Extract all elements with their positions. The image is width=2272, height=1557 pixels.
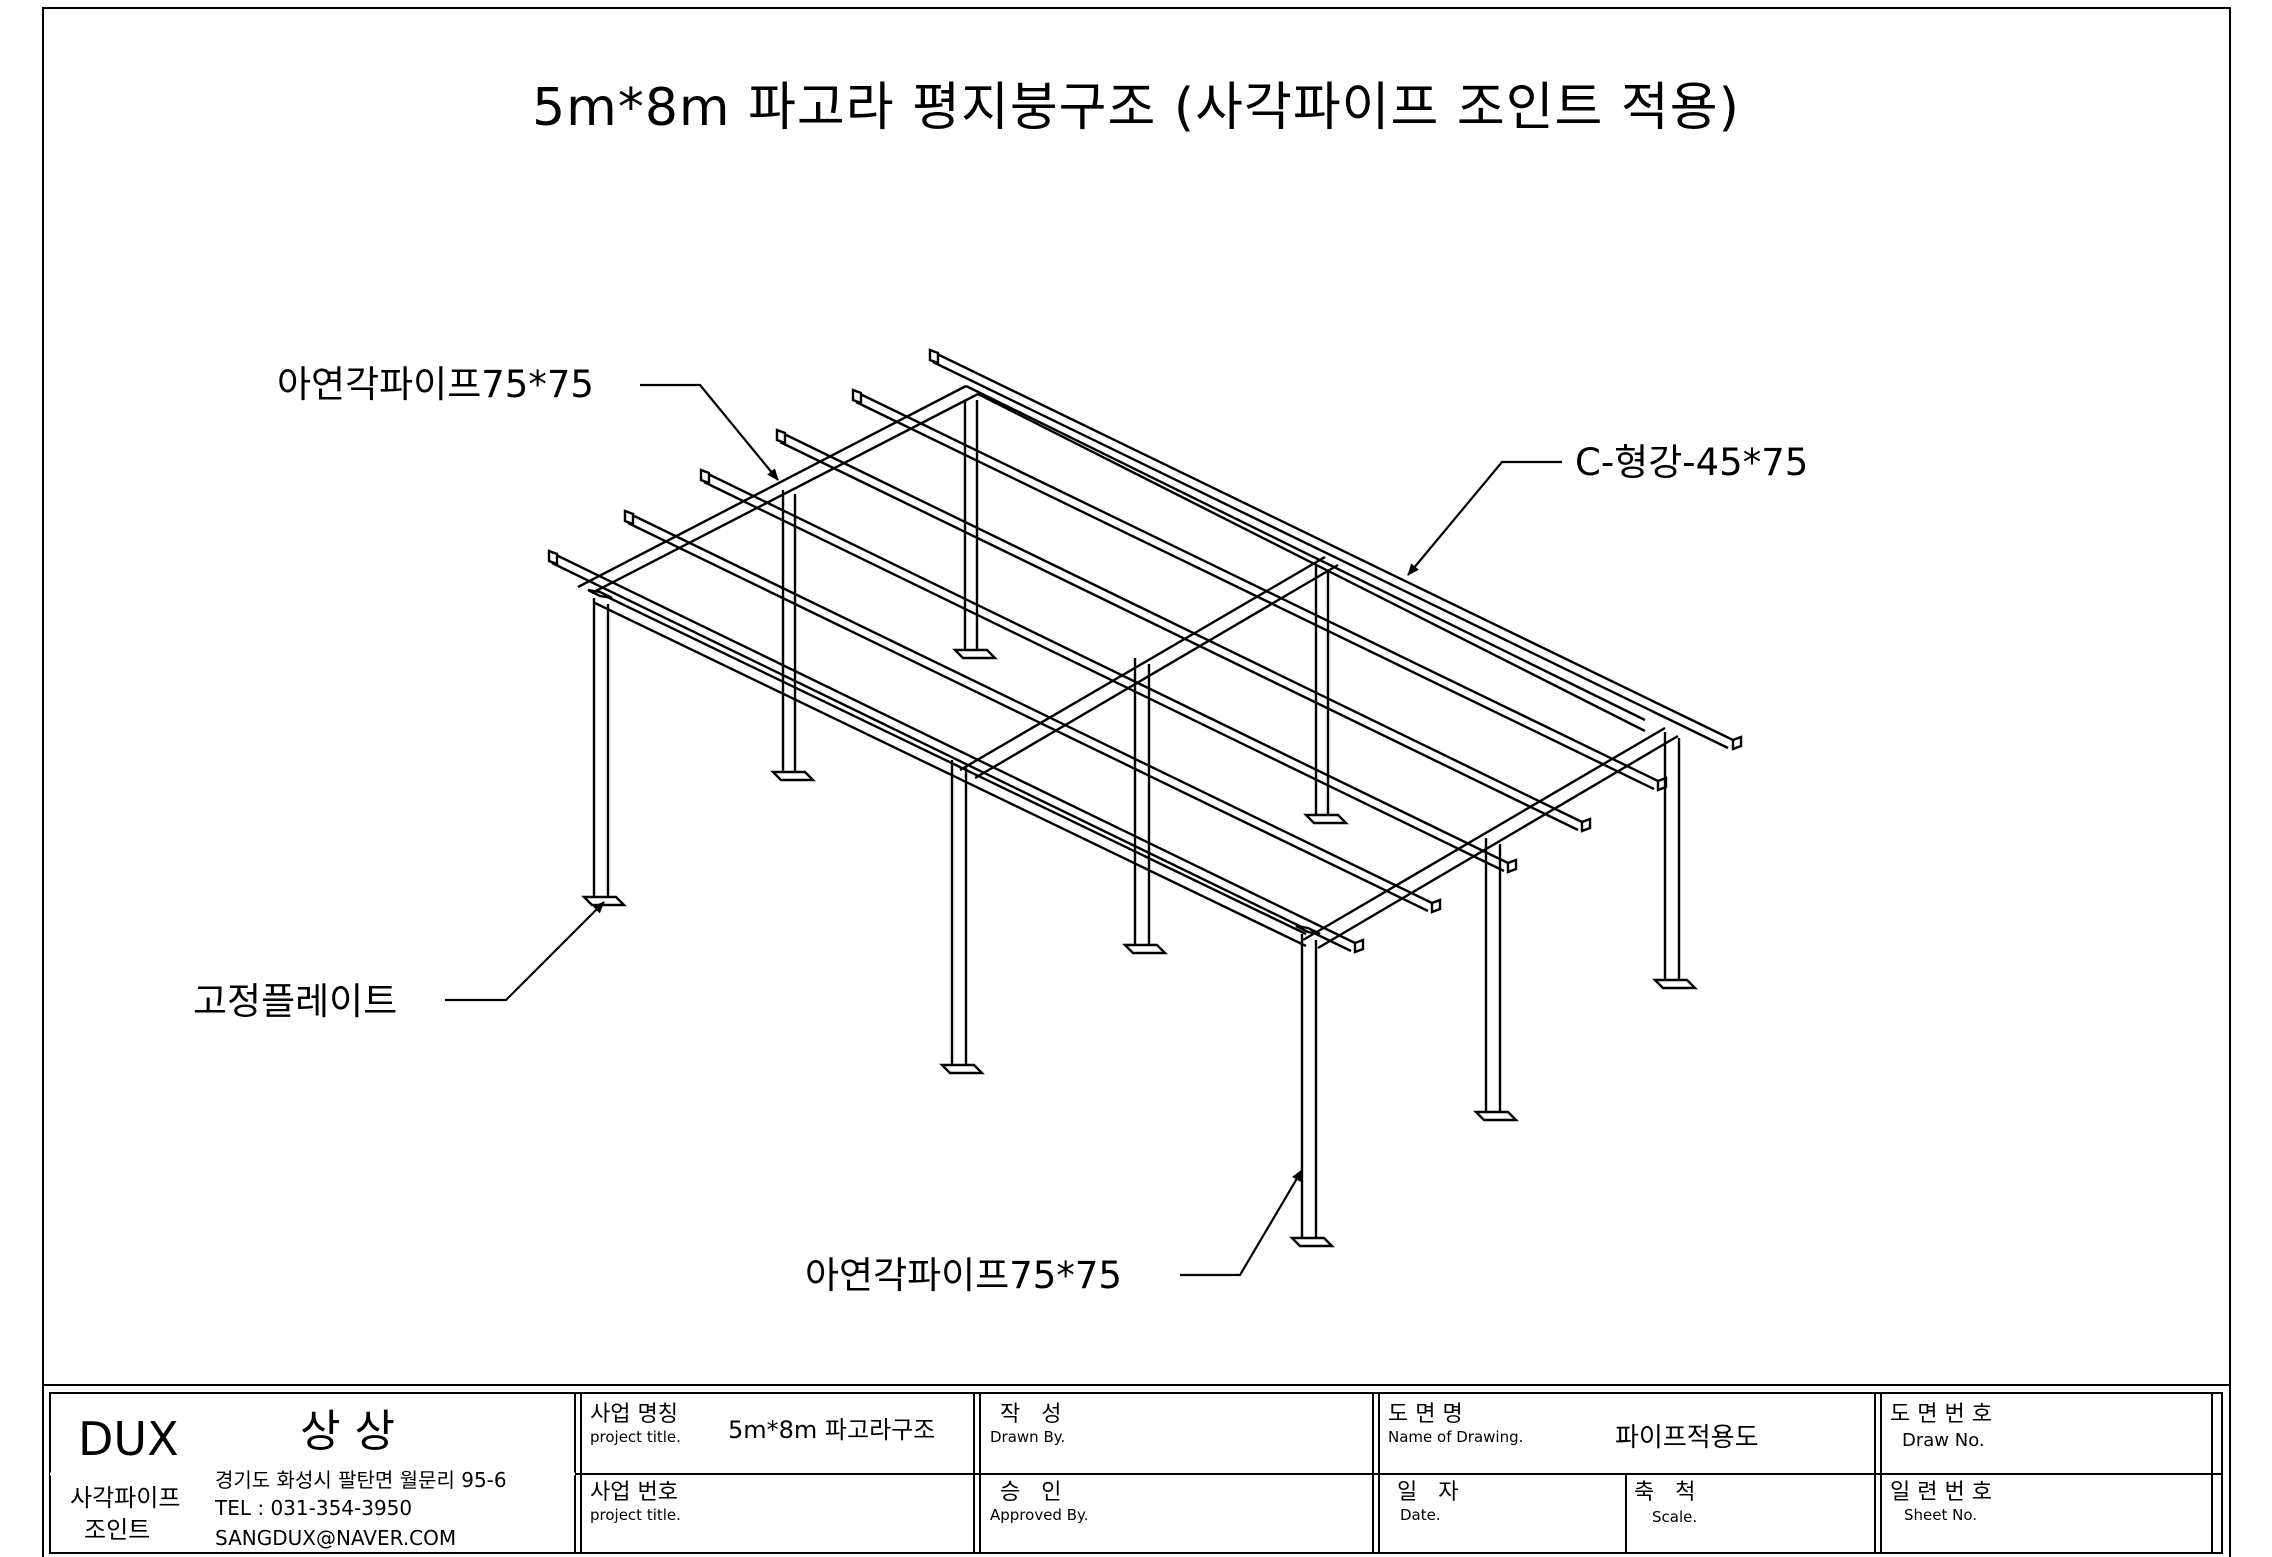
c-channel-purlin-6 <box>547 549 1365 954</box>
beam-back-longitudinal <box>965 384 1646 733</box>
drawn-by-sub: Drawn By. <box>990 1428 1066 1446</box>
leader-pipe-top <box>640 383 779 481</box>
beam-left-transverse <box>577 384 979 595</box>
post-back-right <box>1652 732 1698 990</box>
brand-logo-text: DUX <box>78 1412 179 1466</box>
beam-right-transverse <box>1302 726 1679 950</box>
date-label: 일 자 <box>1397 1480 1459 1505</box>
drawn-by-label: 작 성 <box>1000 1402 1062 1427</box>
approved-by-sub: Approved By. <box>990 1506 1089 1524</box>
leader-c-channel <box>1407 460 1562 576</box>
c-channel-purlin-1 <box>928 348 1743 751</box>
drawing-no-label: 도 면 번 호 <box>1890 1402 1992 1427</box>
sheet-no-sub: Sheet No. <box>1904 1506 1978 1524</box>
project-no-label: 사업 번호 <box>590 1480 678 1505</box>
sheet-no-label: 일 련 번 호 <box>1890 1480 1992 1505</box>
project-no-sub: project title. <box>590 1506 681 1524</box>
c-channel-purlin-3 <box>775 428 1592 833</box>
drawing-name-label: 도 면 명 <box>1388 1402 1463 1427</box>
c-channel-purlin-4 <box>699 468 1518 874</box>
scale-sub: Scale. <box>1652 1508 1698 1526</box>
post-mid-left <box>770 490 816 782</box>
post-center-mid <box>1122 658 1168 955</box>
leader-fixing-plate <box>445 901 605 1002</box>
scale-label: 축 척 <box>1634 1480 1696 1505</box>
company-email: SANGDUX@NAVER.COM <box>215 1526 457 1550</box>
post-right-mid <box>1473 838 1519 1122</box>
project-title-label: 사업 명칭 <box>590 1402 678 1427</box>
drawing-title: 5m*8m 파고라 평지붕구조 (사각파이프 조인트 적용) <box>532 78 1740 138</box>
callout-fixing-plate: 고정플레이트 <box>193 980 398 1023</box>
drawing-no-sub: Draw No. <box>1902 1430 1985 1451</box>
post-back-middle <box>1303 565 1349 825</box>
callout-c-channel: C-형강-45*75 <box>1575 441 1809 484</box>
company-tel: TEL : 031-354-3950 <box>215 1496 413 1520</box>
title-block-grid <box>42 1384 2231 1557</box>
company-name: 상 상 <box>300 1406 395 1457</box>
project-title-value: 5m*8m 파고라구조 <box>728 1416 936 1444</box>
project-title-sub: project title. <box>590 1428 681 1446</box>
company-type-line1: 사각파이프 <box>70 1484 181 1512</box>
callout-pipe-top: 아연각파이프75*75 <box>277 363 594 406</box>
post-front-mid <box>939 760 985 1075</box>
date-sub: Date. <box>1400 1506 1441 1524</box>
callout-pipe-bottom: 아연각파이프75*75 <box>805 1254 1122 1297</box>
drawing-name-sub: Name of Drawing. <box>1388 1428 1524 1446</box>
c-channel-purlin-2 <box>851 388 1668 792</box>
sheet-border <box>42 7 2231 1557</box>
c-channel-purlin-5 <box>623 509 1442 914</box>
post-front-left <box>581 588 627 907</box>
company-address: 경기도 화성시 팔탄면 월문리 95-6 <box>215 1468 507 1492</box>
company-type-line2: 조인트 <box>84 1516 151 1544</box>
leader-pipe-bottom <box>1180 1169 1303 1277</box>
post-front-right <box>1289 924 1335 1248</box>
beam-middle-transverse <box>959 555 1339 780</box>
drawing-name-value: 파이프적용도 <box>1615 1423 1759 1453</box>
beam-front-longitudinal <box>594 589 1307 948</box>
approved-by-label: 승 인 <box>1000 1480 1062 1505</box>
